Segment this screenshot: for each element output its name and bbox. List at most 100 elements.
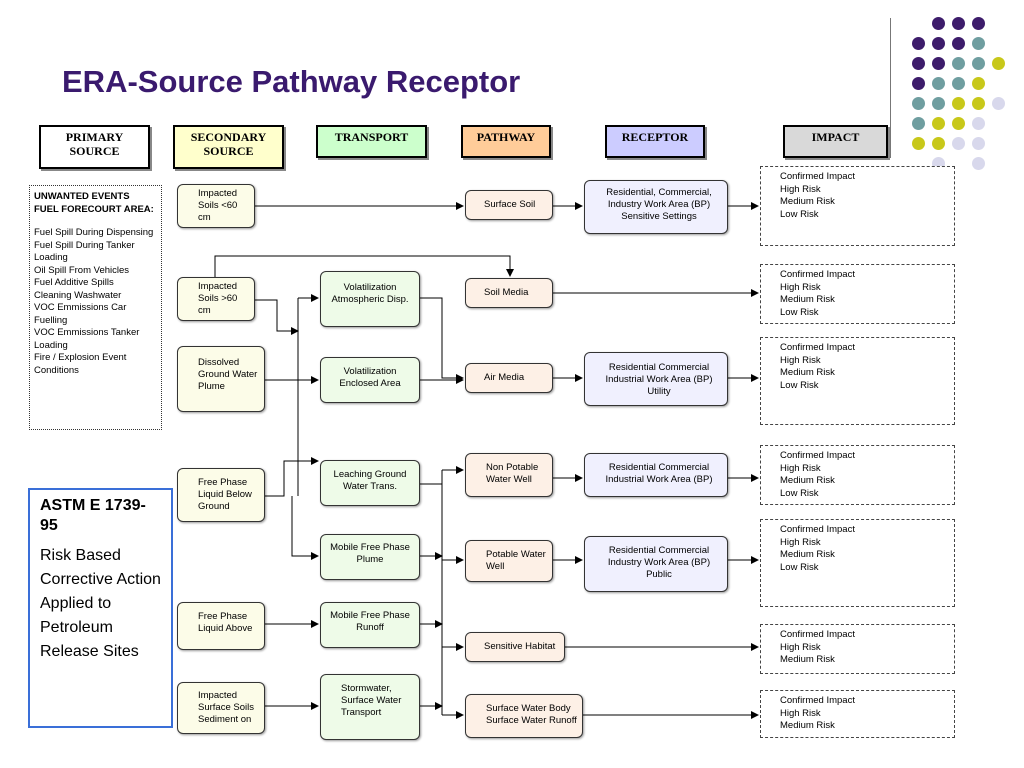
- decorative-dot: [972, 77, 985, 90]
- decorative-dot: [932, 137, 945, 150]
- secondary-free-phase-above: Free Phase Liquid Above: [177, 602, 265, 650]
- events-subheading: FUEL FORECOURT AREA:: [34, 203, 154, 215]
- decorative-dot: [932, 97, 945, 110]
- impact-line: Confirmed Impact: [780, 695, 855, 706]
- event-item: Fire / Explosion Event Conditions: [34, 352, 127, 376]
- impact-line: Confirmed Impact: [780, 629, 855, 640]
- header-secondary-source: SECONDARY SOURCE: [173, 125, 284, 169]
- decorative-dot: [932, 77, 945, 90]
- decorative-dot: [972, 57, 985, 70]
- decorative-dot: [952, 37, 965, 50]
- event-item: Fuel Spill During Dispensing: [34, 227, 154, 238]
- decorative-dot: [932, 37, 945, 50]
- decorative-dot: [972, 137, 985, 150]
- impact-line: Low Risk: [780, 379, 819, 391]
- decorative-dot: [932, 17, 945, 30]
- impact-line: Medium Risk: [780, 294, 835, 305]
- impact-line: High Risk: [780, 281, 821, 293]
- secondary-impacted-soils-shallow: Impacted Soils <60 cm: [177, 184, 255, 228]
- impact-line: High Risk: [780, 536, 821, 548]
- pathway-non-potable-well: Non Potable Water Well: [465, 453, 553, 497]
- unwanted-events-box: UNWANTED EVENTS FUEL FORECOURT AREA: Fue…: [29, 185, 162, 430]
- decorative-dot: [932, 57, 945, 70]
- transport-leaching-groundwater: Leaching Ground Water Trans.: [320, 460, 420, 506]
- pathway-soil-media: Soil Media: [465, 278, 553, 308]
- decorative-dot: [912, 97, 925, 110]
- decorative-dot: [952, 137, 965, 150]
- impact-line: Low Risk: [780, 208, 819, 220]
- decorative-dot: [972, 37, 985, 50]
- receptor-non-potable-well: Residential Commercial Industrial Work A…: [584, 453, 728, 497]
- receptor-potable-well: Residential Commercial Industry Work Are…: [584, 536, 728, 592]
- astm-title: ASTM E 1739-95: [40, 497, 146, 534]
- decorative-dot: [912, 57, 925, 70]
- secondary-free-phase-below: Free Phase Liquid Below Ground: [177, 468, 265, 522]
- impact-line: Medium Risk: [780, 475, 835, 486]
- decorative-dot: [952, 57, 965, 70]
- decorative-dot: [912, 37, 925, 50]
- impact-line: High Risk: [780, 183, 821, 195]
- secondary-impacted-soils-deep: Impacted Soils >60 cm: [177, 277, 255, 321]
- pathway-potable-well: Potable Water Well: [465, 540, 553, 582]
- decorative-dot: [952, 117, 965, 130]
- impact-line: Medium Risk: [780, 720, 835, 731]
- astm-standard-box: ASTM E 1739-95 Risk Based Corrective Act…: [28, 488, 173, 728]
- secondary-impacted-surface-soils: Impacted Surface Soils Sediment on: [177, 682, 265, 734]
- transport-volatilization-atmospheric: Volatilization Atmospheric Disp.: [320, 271, 420, 327]
- decorative-dot: [992, 97, 1005, 110]
- decorative-dot: [992, 57, 1005, 70]
- decorative-dot: [952, 17, 965, 30]
- decorative-dot: [912, 117, 925, 130]
- impact-line: Confirmed Impact: [780, 342, 855, 353]
- decorative-dot: [952, 77, 965, 90]
- header-primary-source: PRIMARY SOURCE: [39, 125, 150, 169]
- decorative-dot: [972, 117, 985, 130]
- receptor-air-media: Residential Commercial Industrial Work A…: [584, 352, 728, 406]
- transport-mobile-free-phase-runoff: Mobile Free Phase Runoff: [320, 602, 420, 648]
- header-transport: TRANSPORT: [316, 125, 427, 158]
- decorative-divider: [890, 18, 891, 158]
- pathway-surface-water: Surface Water Body Surface Water Runoff: [465, 694, 583, 738]
- decorative-dot: [972, 157, 985, 170]
- transport-volatilization-enclosed: Volatilization Enclosed Area: [320, 357, 420, 403]
- impact-line: Low Risk: [780, 561, 819, 573]
- decorative-dot: [972, 17, 985, 30]
- impact-line: Confirmed Impact: [780, 171, 855, 182]
- impact-line: Medium Risk: [780, 654, 835, 665]
- event-item: VOC Emmissions Car Fuelling: [34, 302, 127, 326]
- page-title: ERA-Source Pathway Receptor: [62, 64, 521, 99]
- impact-line: Confirmed Impact: [780, 450, 855, 461]
- event-item: Fuel Additive Spills: [34, 277, 114, 288]
- event-item: Cleaning Washwater: [34, 289, 122, 301]
- decorative-dot: [972, 97, 985, 110]
- impact-line: High Risk: [780, 462, 821, 474]
- receptor-surface-soil: Residential, Commercial, Industry Work A…: [584, 180, 728, 234]
- impact-line: High Risk: [780, 354, 821, 366]
- impact-line: Confirmed Impact: [780, 524, 855, 535]
- astm-description: Risk Based Corrective Action Applied to …: [40, 547, 161, 660]
- event-item: VOC Emmissions Tanker Loading: [34, 327, 140, 351]
- decorative-dot: [912, 77, 925, 90]
- impact-line: Medium Risk: [780, 549, 835, 560]
- header-impact: IMPACT: [783, 125, 888, 158]
- pathway-air-media: Air Media: [465, 363, 553, 393]
- decorative-dot: [912, 137, 925, 150]
- header-receptor: RECEPTOR: [605, 125, 705, 158]
- impact-line: Low Risk: [780, 306, 819, 318]
- transport-stormwater: Stormwater, Surface Water Transport: [320, 674, 420, 740]
- impact-line: High Risk: [780, 707, 821, 719]
- transport-mobile-free-phase-plume: Mobile Free Phase Plume: [320, 534, 420, 580]
- impact-line: Confirmed Impact: [780, 269, 855, 280]
- decorative-dot: [932, 117, 945, 130]
- decorative-dot: [952, 97, 965, 110]
- header-pathway: PATHWAY: [461, 125, 551, 158]
- secondary-dissolved-groundwater: Dissolved Ground Water Plume: [177, 346, 265, 412]
- impact-line: High Risk: [780, 641, 821, 653]
- event-item: Fuel Spill During Tanker Loading: [34, 239, 135, 264]
